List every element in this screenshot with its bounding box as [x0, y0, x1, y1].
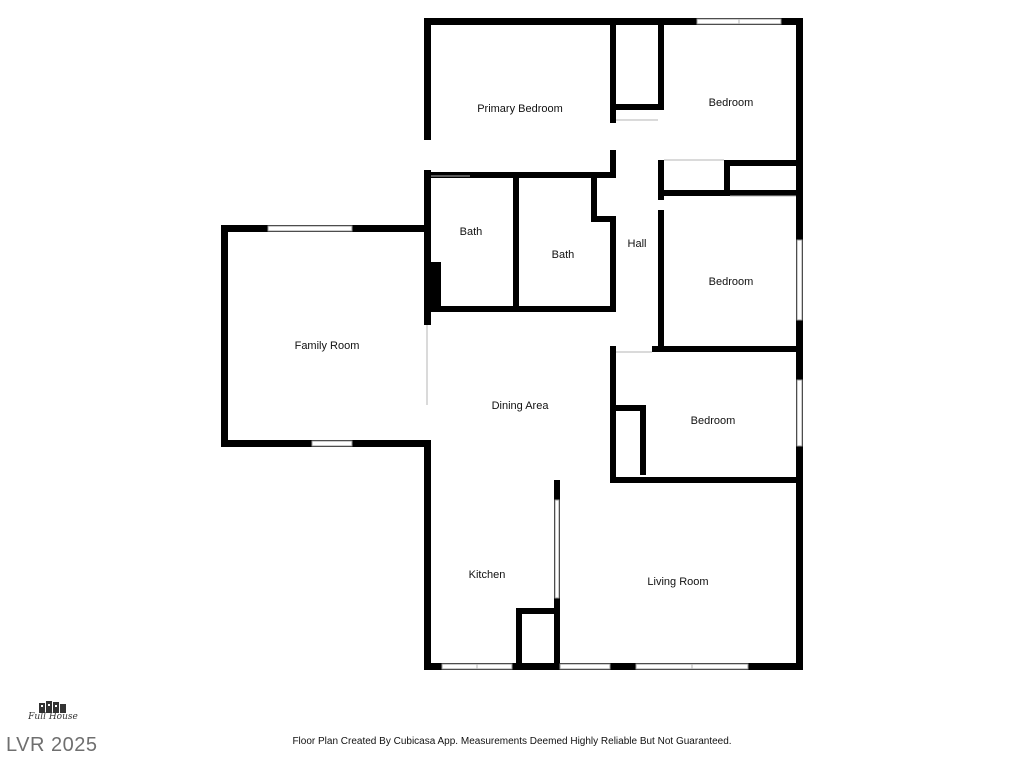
room-label-bedroom-middle: Bedroom	[709, 276, 754, 288]
room-label-primary-bedroom: Primary Bedroom	[477, 103, 563, 115]
room-label-kitchen: Kitchen	[469, 569, 506, 581]
house-icon	[39, 701, 66, 713]
room-label-living-room: Living Room	[647, 576, 708, 588]
room-label-hall: Hall	[628, 238, 647, 250]
windows-and-openings	[267, 18, 803, 670]
room-label-bedroom-lower: Bedroom	[691, 415, 736, 427]
room-label-bedroom-top: Bedroom	[709, 97, 754, 109]
logo-text: Full House	[28, 712, 78, 722]
full-house-logo: Full House	[27, 700, 79, 728]
room-label-family-room: Family Room	[295, 340, 360, 352]
room-label-dining-area: Dining Area	[492, 400, 550, 412]
room-labels: Primary Bedroom Bedroom Bath Bath Hall B…	[295, 97, 754, 588]
room-label-bath-right: Bath	[552, 249, 575, 261]
disclaimer: Floor Plan Created By Cubicasa App. Meas…	[0, 736, 1024, 747]
mls-watermark: LVR 2025	[6, 734, 98, 756]
room-label-bath-left: Bath	[460, 226, 483, 238]
disclaimer-text: Floor Plan Created By Cubicasa App. Meas…	[292, 736, 732, 747]
